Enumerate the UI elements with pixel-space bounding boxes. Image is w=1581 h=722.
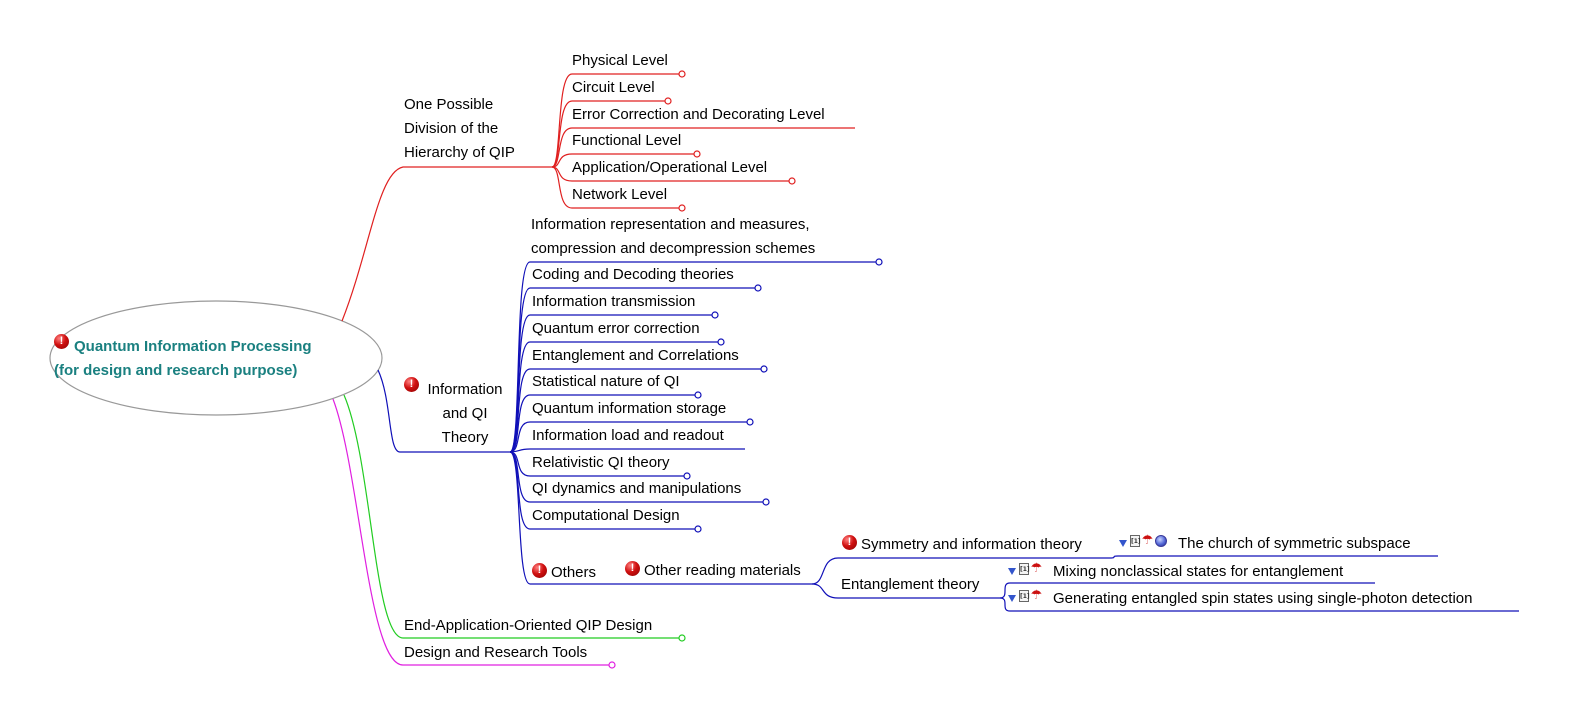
info-theory-connectors bbox=[509, 261, 1519, 612]
info-theory-item[interactable]: Coding and Decoding theories bbox=[532, 266, 734, 283]
hierarchy-topic[interactable]: One Possible Division of the Hierarchy o… bbox=[404, 96, 515, 161]
info-theory-node[interactable] bbox=[754, 284, 762, 292]
end-app-node[interactable] bbox=[678, 634, 686, 642]
branch-info-theory bbox=[377, 369, 510, 453]
info-theory-node[interactable] bbox=[694, 525, 702, 533]
hierarchy-item[interactable]: Network Level bbox=[572, 186, 668, 203]
priority-icon: ! bbox=[54, 334, 69, 349]
hierarchy-node[interactable] bbox=[664, 97, 672, 105]
branch-tools bbox=[332, 398, 612, 666]
globe-icon bbox=[1155, 535, 1167, 547]
document-link[interactable]: The church of symmetric subspace bbox=[1178, 535, 1411, 552]
info-theory-node[interactable] bbox=[875, 258, 883, 266]
document-link[interactable]: Mixing nonclassical states for entanglem… bbox=[1053, 563, 1344, 580]
info-theory-node[interactable] bbox=[711, 311, 719, 319]
priority-icon: ! bbox=[404, 377, 419, 392]
tools-topic[interactable]: Design and Research Tools bbox=[404, 644, 588, 661]
hierarchy-item[interactable]: Circuit Level bbox=[572, 79, 655, 96]
priority-icon: ! bbox=[625, 561, 640, 576]
attachment-icons[interactable]: [1] ☂ bbox=[1008, 589, 1043, 603]
pdf-icon: ☂ bbox=[1030, 561, 1043, 576]
hierarchy-item[interactable]: Error Correction and Decorating Level bbox=[572, 106, 825, 123]
central-topic-ellipse[interactable] bbox=[49, 300, 383, 416]
info-theory-item[interactable]: Information load and readout bbox=[532, 427, 724, 444]
info-theory-node[interactable] bbox=[717, 338, 725, 346]
expand-triangle-icon[interactable] bbox=[1008, 567, 1016, 575]
priority-icon: ! bbox=[532, 563, 547, 578]
reading-materials-topic[interactable]: Other reading materials bbox=[644, 562, 801, 579]
info-theory-topic[interactable]: Information and QI Theory bbox=[427, 381, 503, 446]
info-theory-node[interactable] bbox=[694, 391, 702, 399]
document-icon: [1] bbox=[1019, 563, 1030, 575]
expand-triangle-icon[interactable] bbox=[1119, 539, 1127, 547]
tools-node[interactable] bbox=[608, 661, 616, 669]
central-topic-line1[interactable]: Quantum Information Processing bbox=[74, 338, 312, 355]
info-theory-node[interactable] bbox=[683, 472, 691, 480]
info-theory-item[interactable]: Computational Design bbox=[532, 507, 680, 524]
pdf-icon: ☂ bbox=[1141, 533, 1154, 548]
hierarchy-item[interactable]: Physical Level bbox=[572, 52, 668, 69]
info-theory-item[interactable]: Information representation and measures,… bbox=[531, 216, 816, 257]
attachment-icons[interactable]: [1] ☂ bbox=[1008, 562, 1043, 576]
info-theory-node[interactable] bbox=[746, 418, 754, 426]
hierarchy-item[interactable]: Application/Operational Level bbox=[572, 159, 768, 176]
hierarchy-item[interactable]: Functional Level bbox=[572, 132, 682, 149]
hierarchy-node[interactable] bbox=[788, 177, 796, 185]
hierarchy-node[interactable] bbox=[678, 70, 686, 78]
branch-hierarchy bbox=[341, 166, 552, 322]
others-topic[interactable]: Others bbox=[551, 564, 597, 581]
document-icon: [1] bbox=[1130, 535, 1141, 547]
document-link[interactable]: Generating entangled spin states using s… bbox=[1053, 590, 1473, 607]
branch-end-app bbox=[343, 394, 682, 639]
info-theory-item[interactable]: Quantum error correction bbox=[532, 320, 700, 337]
hierarchy-node[interactable] bbox=[678, 204, 686, 212]
info-theory-item[interactable]: QI dynamics and manipulations bbox=[532, 480, 742, 497]
info-theory-item[interactable]: Quantum information storage bbox=[532, 400, 727, 417]
info-theory-item[interactable]: Entanglement and Correlations bbox=[532, 347, 739, 364]
info-theory-item[interactable]: Statistical nature of QI bbox=[532, 373, 680, 390]
symmetry-topic[interactable]: Symmetry and information theory bbox=[861, 536, 1082, 553]
info-theory-item[interactable]: Relativistic QI theory bbox=[532, 454, 670, 471]
info-theory-item[interactable]: Information transmission bbox=[532, 293, 696, 310]
attachment-icons[interactable]: [1] ☂ bbox=[1119, 534, 1167, 548]
expand-triangle-icon[interactable] bbox=[1008, 594, 1016, 602]
hierarchy-node[interactable] bbox=[693, 150, 701, 158]
central-topic-line2[interactable]: (for design and research purpose) bbox=[54, 362, 298, 379]
end-app-topic[interactable]: End-Application-Oriented QIP Design bbox=[404, 617, 653, 634]
hierarchy-connectors bbox=[551, 73, 855, 209]
priority-icon: ! bbox=[842, 535, 857, 550]
entanglement-topic[interactable]: Entanglement theory bbox=[841, 576, 980, 593]
info-theory-node[interactable] bbox=[760, 365, 768, 373]
info-theory-node[interactable] bbox=[762, 498, 770, 506]
document-icon: [1] bbox=[1019, 590, 1030, 602]
pdf-icon: ☂ bbox=[1030, 588, 1043, 603]
